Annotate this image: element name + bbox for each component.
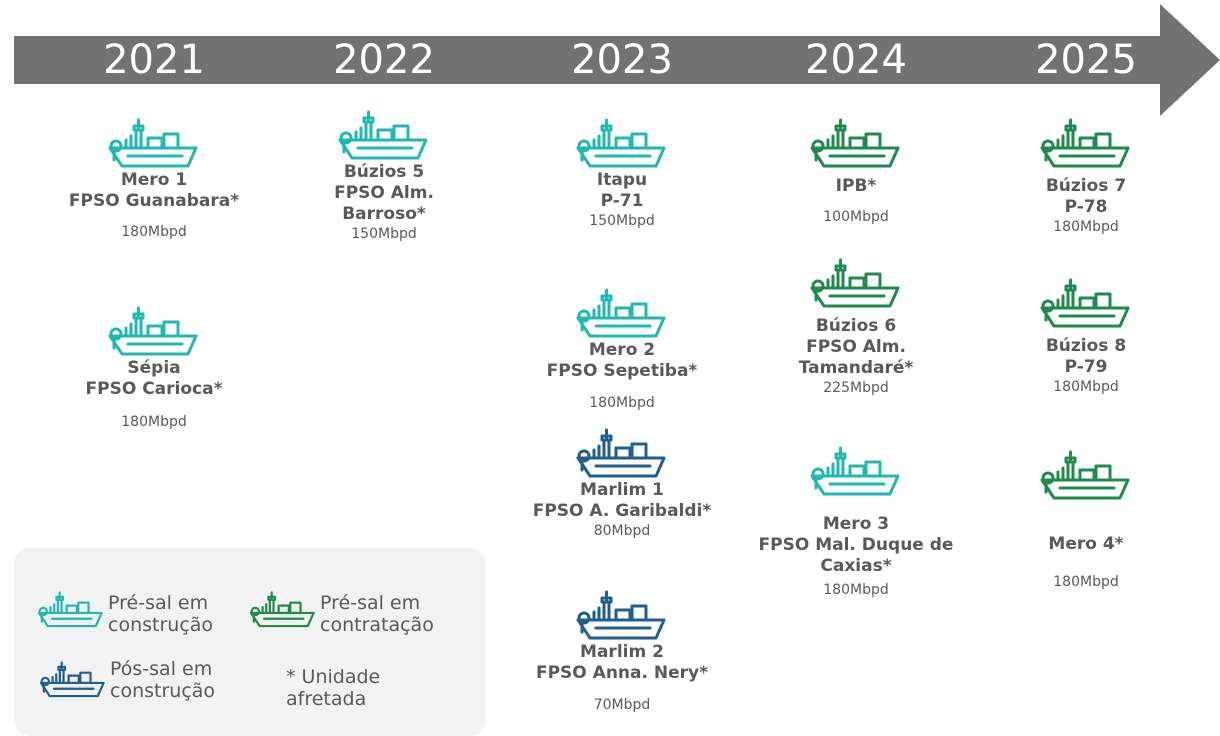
unit-name: IPB* [835,176,877,196]
unit-mero2: Mero 2 FPSO Sepetiba* 180Mbpd [507,288,737,412]
unit-name: FPSO Guanabara* [68,191,240,211]
unit-name: Marlim 2 [580,642,664,662]
unit-capacity: 100Mbpd [823,209,889,225]
legend-pos-sal-construcao: Pós-sal em construção [110,658,215,702]
year-2021: 2021 [103,37,205,83]
year-2025: 2025 [1035,37,1137,83]
timeline-arrow [14,4,1220,116]
unit-sepia: Sépia FPSO Carioca* 180Mbpd [39,306,269,431]
ship-icon [1038,118,1134,170]
unit-name: FPSO Carioca* [85,379,223,399]
legend-label: Pós-sal em [110,658,213,680]
unit-capacity: 180Mbpd [1053,574,1119,590]
ship-icon [808,446,904,498]
year-2022: 2022 [333,37,435,83]
legend-label: construção [110,680,216,702]
unit-name: FPSO Anna. Nery* [535,663,708,683]
unit-itapu: Itapu P-71 150Mbpd [507,118,737,230]
unit-mero3: Mero 3 FPSO Mal. Duque de Caxias* 180Mbp… [741,446,971,599]
ship-icon [106,306,202,358]
ship-icon [248,590,318,630]
unit-capacity: 180Mbpd [823,582,889,598]
unit-capacity: 180Mbpd [121,414,187,430]
unit-name: Barroso* [342,204,426,224]
unit-name: P-79 [1064,357,1108,377]
unit-ipb: IPB* 100Mbpd [741,118,971,226]
unit-name: FPSO A. Garibaldi* [532,501,712,521]
arrow-shape [14,4,1220,116]
year-2023: 2023 [571,37,673,83]
unit-mero4: Mero 4* 180Mbpd [971,450,1201,591]
unit-name: Búzios 5 [343,162,425,182]
ship-icon [808,258,904,310]
unit-marlim2: Marlim 2 FPSO Anna. Nery* 70Mbpd [507,590,737,714]
unit-name: Mero 4* [1048,534,1124,554]
unit-capacity: 180Mbpd [121,224,187,240]
legend-pre-sal-contratacao: Pré-sal em contratação [320,592,434,636]
unit-marlim1: Marlim 1 FPSO A. Garibaldi* 80Mbpd [507,428,737,540]
unit-buzios5: Búzios 5 FPSO Alm. Barroso* 150Mbpd [269,110,499,243]
ship-icon [574,428,670,480]
ship-icon [38,660,108,700]
unit-buzios6: Búzios 6 FPSO Alm. Tamandaré* 225Mbpd [741,258,971,397]
unit-name: FPSO Mal. Duque de [758,535,954,555]
unit-name: Caxias* [820,556,892,576]
unit-name: Sépia [127,358,181,378]
legend: Pré-sal em construção Pré-sal em contrat… [14,548,486,736]
ship-icon [106,118,202,170]
unit-name: FPSO Sepetiba* [546,361,698,381]
legend-label: contratação [320,614,434,636]
unit-name: Búzios 6 [815,316,897,336]
unit-capacity: 80Mbpd [593,523,651,539]
unit-capacity: 70Mbpd [593,697,651,713]
unit-name: P-78 [1064,197,1108,217]
legend-label: Pré-sal em [320,592,421,614]
legend-label: * Unidade [286,666,381,688]
ship-icon [1038,450,1134,502]
unit-name: Tamandaré* [798,358,914,378]
unit-name: Mero 2 [588,340,656,360]
legend-unidade-afretada: * Unidade afretada [286,666,380,710]
legend-pre-sal-construcao: Pré-sal em construção [108,592,213,636]
unit-capacity: 150Mbpd [589,213,655,229]
legend-label: construção [108,614,214,636]
unit-name: FPSO Alm. [334,183,434,203]
legend-label: afretada [286,688,367,710]
unit-name: FPSO Alm. [806,337,906,357]
ship-icon [808,118,904,170]
unit-name: P-71 [600,191,644,211]
unit-capacity: 180Mbpd [1053,379,1119,395]
unit-capacity: 150Mbpd [351,226,417,242]
unit-capacity: 180Mbpd [589,395,655,411]
unit-name: Mero 3 [822,514,890,534]
unit-mero1: Mero 1 FPSO Guanabara* 180Mbpd [39,118,269,241]
ship-icon [574,288,670,340]
unit-name: Itapu [596,170,648,190]
unit-buzios7: Búzios 7 P-78 180Mbpd [971,118,1201,236]
unit-name: Búzios 7 [1045,176,1127,196]
unit-capacity: 225Mbpd [823,380,889,396]
legend-label: Pré-sal em [108,592,209,614]
unit-name: Búzios 8 [1045,336,1127,356]
ship-icon [1038,278,1134,330]
unit-buzios8: Búzios 8 P-79 180Mbpd [971,278,1201,396]
year-2024: 2024 [805,37,907,83]
ship-icon [574,590,670,642]
unit-name: Marlim 1 [580,480,664,500]
ship-icon [36,590,106,630]
ship-icon [336,110,432,162]
unit-capacity: 180Mbpd [1053,219,1119,235]
unit-name: Mero 1 [120,170,188,190]
ship-icon [574,118,670,170]
